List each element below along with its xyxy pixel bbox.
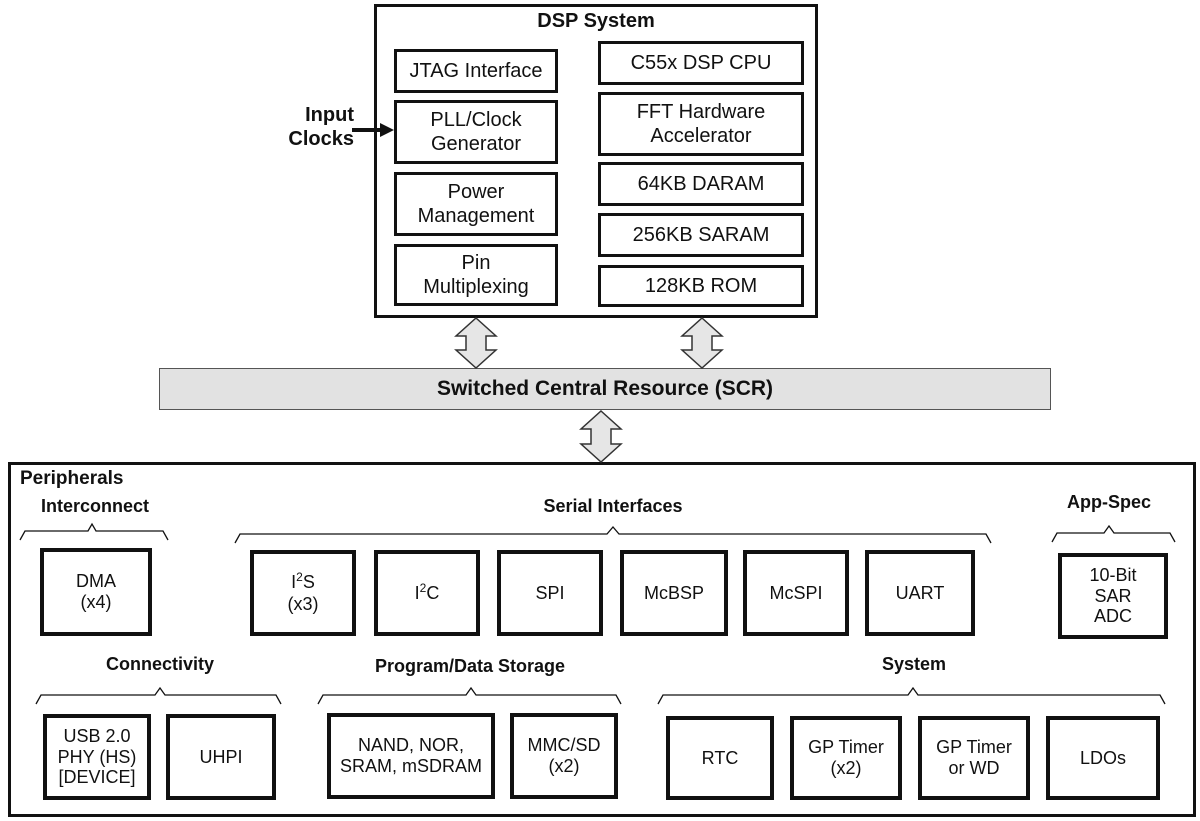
usb-phy-block: USB 2.0 PHY (HS) [DEVICE] [43,714,151,800]
connectivity-brace [35,686,282,705]
mmc-sd-block: MMC/SD (x2) [510,713,618,799]
serial-interfaces-brace [234,526,992,544]
dma-block: DMA (x4) [40,548,152,636]
spi-block: SPI [497,550,603,636]
system-label: System [881,654,947,674]
128kb-rom-block: 128KB ROM [598,265,804,307]
fft-hardware-accelerator-block: FFT Hardware Accelerator [598,92,804,156]
jtag-interface-block: JTAG Interface [394,49,558,93]
dsp-scr-right-double-arrow [680,316,724,370]
ldos-block: LDOs [1046,716,1160,800]
power-management-block: Power Management [394,172,558,236]
gp-timer-wd-block: GP Timer or WD [918,716,1030,800]
i2s-block: I2S (x3) [250,550,356,636]
gp-timer-block: GP Timer (x2) [790,716,902,800]
pll-clock-generator-block: PLL/Clock Generator [394,100,558,164]
input-clocks-label: Input Clocks [288,104,354,150]
program-data-storage-label: Program/Data Storage [374,656,566,676]
scr-label: Switched Central Resource (SCR) [436,377,774,400]
dsp-scr-left-double-arrow [454,316,498,370]
interconnect-brace [19,522,169,541]
uart-block: UART [865,550,975,636]
scr-bar: Switched Central Resource (SCR) [159,368,1051,410]
64kb-daram-block: 64KB DARAM [598,162,804,206]
serial-interfaces-label: Serial Interfaces [543,496,683,516]
app-spec-brace [1051,524,1176,543]
system-brace [657,686,1166,705]
program-data-storage-brace [317,686,622,705]
uhpi-block: UHPI [166,714,276,800]
dsp-system-title: DSP System [537,10,655,32]
peripherals-title: Peripherals [20,468,124,489]
rtc-block: RTC [666,716,774,800]
mcbsp-block: McBSP [620,550,728,636]
nand-nor-block: NAND, NOR, SRAM, mSDRAM [327,713,495,799]
256kb-saram-block: 256KB SARAM [598,213,804,257]
sar-adc-block: 10-Bit SAR ADC [1058,553,1168,639]
i2c-block: I2C [374,550,480,636]
scr-peripherals-double-arrow [579,409,623,464]
connectivity-label: Connectivity [105,654,215,674]
pin-multiplexing-block: Pin Multiplexing [394,244,558,306]
interconnect-label: Interconnect [40,496,150,516]
c55x-dsp-cpu-block: C55x DSP CPU [598,41,804,85]
input-clocks-arrow [352,123,394,137]
app-spec-label: App-Spec [1066,492,1151,512]
mcspi-block: McSPI [743,550,849,636]
